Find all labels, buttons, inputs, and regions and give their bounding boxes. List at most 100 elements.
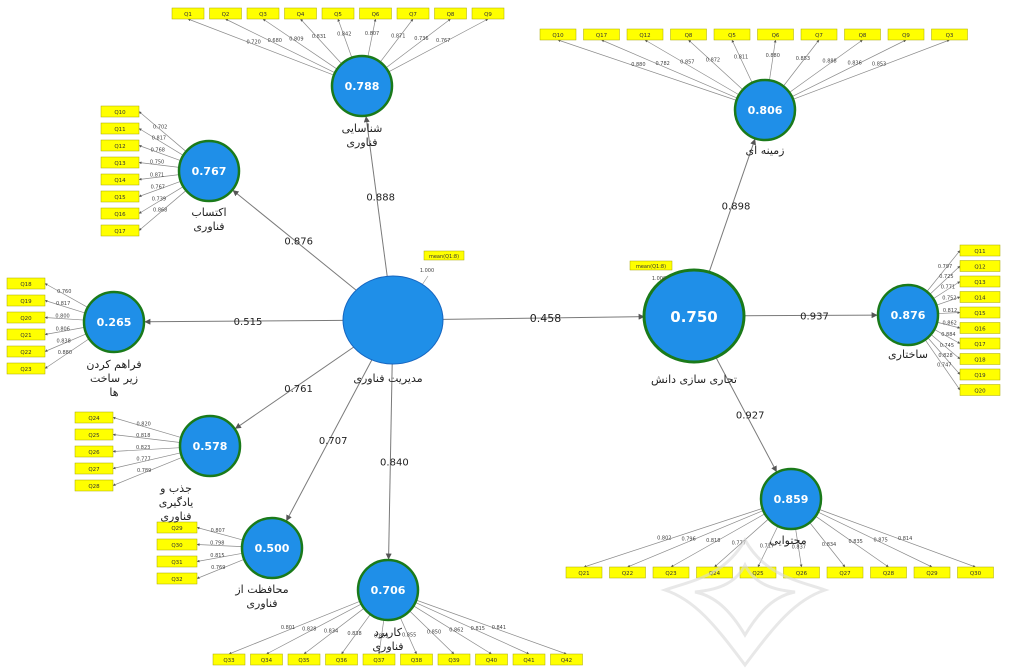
indicator-label: Q13: [114, 161, 126, 167]
construct-node-c_faraham[interactable]: [82, 290, 146, 354]
indicator-box[interactable]: [74, 428, 114, 441]
indicator-box[interactable]: [6, 294, 46, 307]
indicator-box[interactable]: [100, 173, 140, 186]
indicator-label: Q40: [486, 658, 498, 664]
indicator-box[interactable]: [287, 653, 321, 666]
target-construct-node[interactable]: [642, 268, 746, 364]
indicator-box[interactable]: [359, 7, 392, 20]
indicator-box[interactable]: [156, 521, 198, 534]
indicator-box[interactable]: [539, 28, 577, 41]
indicator-box[interactable]: [396, 7, 430, 20]
loading-line: [385, 18, 451, 69]
indicator-box[interactable]: [913, 566, 951, 579]
indicator-label: Q25: [88, 433, 100, 439]
indicator-box[interactable]: [959, 337, 1001, 350]
path-coefficient-c_shenasaei: 0.888: [366, 193, 395, 204]
indicator-box[interactable]: [362, 653, 396, 666]
indicator-box[interactable]: [959, 275, 1001, 288]
construct-node-c_shenasaei[interactable]: [330, 54, 394, 118]
indicator-box[interactable]: [250, 653, 283, 666]
indicator-box[interactable]: [400, 653, 433, 666]
indicator-box[interactable]: [757, 28, 794, 41]
construct-node-c_karbord[interactable]: [356, 558, 420, 622]
indicator-box[interactable]: [959, 244, 1001, 257]
indicator-box[interactable]: [284, 7, 317, 20]
indicator-box[interactable]: [74, 479, 114, 492]
construct-node-c_zamine[interactable]: [733, 78, 797, 142]
indicator-label: Q15: [114, 195, 126, 201]
loading-value: 0.831: [312, 34, 326, 40]
indicator-box[interactable]: [609, 566, 646, 579]
indicator-box[interactable]: [783, 566, 820, 579]
indicator-label: Q30: [171, 543, 183, 549]
indicator-box[interactable]: [959, 353, 1001, 365]
loading-value: 0.835: [849, 539, 863, 545]
indicator-box[interactable]: [626, 28, 664, 41]
indicator-box[interactable]: [959, 291, 1001, 303]
construct-node-c_jazb[interactable]: [178, 414, 242, 478]
indicator-box[interactable]: [713, 28, 751, 41]
indicator-box[interactable]: [512, 653, 546, 666]
indicator-box[interactable]: [171, 7, 205, 20]
indicator-box[interactable]: [100, 190, 140, 203]
construct-node-c_sakhtari[interactable]: [876, 283, 940, 347]
loading-value: 0.862: [943, 320, 957, 326]
indicator-box[interactable]: [959, 260, 1001, 272]
indicator-box[interactable]: [74, 411, 114, 424]
indicator-box[interactable]: [870, 566, 907, 579]
indicator-box[interactable]: [74, 462, 114, 475]
indicator-box[interactable]: [321, 7, 355, 20]
indicator-box[interactable]: [565, 566, 603, 579]
indicator-box[interactable]: [156, 538, 198, 551]
indicator-box[interactable]: [550, 653, 583, 666]
indicator-box[interactable]: [212, 653, 246, 666]
indicator-box[interactable]: [959, 306, 1001, 319]
indicator-box[interactable]: [100, 139, 140, 152]
construct-node-c_mohafezat[interactable]: [240, 516, 304, 580]
indicator-box[interactable]: [959, 368, 1001, 381]
indicator-box[interactable]: [826, 566, 864, 579]
indicator-box[interactable]: [475, 653, 508, 666]
indicator-box[interactable]: [6, 328, 46, 341]
indicator-box[interactable]: [931, 28, 968, 41]
indicator-box[interactable]: [583, 28, 620, 41]
loading-value: 0.880: [766, 53, 780, 59]
root-construct-node[interactable]: [342, 275, 444, 365]
indicator-box[interactable]: [6, 362, 46, 375]
indicator-box[interactable]: [209, 7, 242, 20]
indicator-box[interactable]: [156, 572, 198, 585]
indicator-box[interactable]: [652, 566, 690, 579]
indicator-box[interactable]: [471, 7, 505, 20]
indicator-box[interactable]: [100, 105, 140, 118]
indicator-box[interactable]: [100, 122, 140, 135]
construct-label-c_ektesab: اکتساب: [191, 206, 226, 219]
indicator-box[interactable]: [6, 345, 46, 358]
indicator-box[interactable]: [844, 28, 881, 41]
indicator-box[interactable]: [100, 224, 140, 237]
indicator-box[interactable]: [6, 311, 46, 324]
indicator-box[interactable]: [156, 555, 198, 568]
indicator-label: Q41: [523, 658, 534, 664]
loading-value: 0.814: [898, 536, 912, 542]
indicator-box[interactable]: [437, 653, 471, 666]
indicator-box[interactable]: [959, 384, 1001, 396]
indicator-box[interactable]: [434, 7, 467, 20]
indicator-label: Q27: [88, 467, 100, 473]
indicator-box[interactable]: [325, 653, 358, 666]
indicator-box[interactable]: [100, 207, 140, 220]
indicator-box[interactable]: [887, 28, 925, 41]
target-formula-text: mean(Q1:8): [636, 264, 666, 270]
loading-value: 0.782: [656, 61, 670, 67]
loading-value: 0.841: [492, 625, 506, 631]
indicator-box[interactable]: [246, 7, 280, 20]
indicator-box[interactable]: [6, 277, 46, 290]
indicator-box[interactable]: [959, 322, 1001, 334]
indicator-box[interactable]: [800, 28, 838, 41]
indicator-box[interactable]: [74, 445, 114, 458]
construct-node-c_mohtava[interactable]: [759, 467, 823, 531]
indicator-box[interactable]: [957, 566, 994, 579]
indicator-box[interactable]: [100, 156, 140, 169]
root-formula-badge: [423, 250, 465, 261]
construct-node-c_ektesab[interactable]: [177, 139, 241, 203]
indicator-box[interactable]: [670, 28, 707, 41]
